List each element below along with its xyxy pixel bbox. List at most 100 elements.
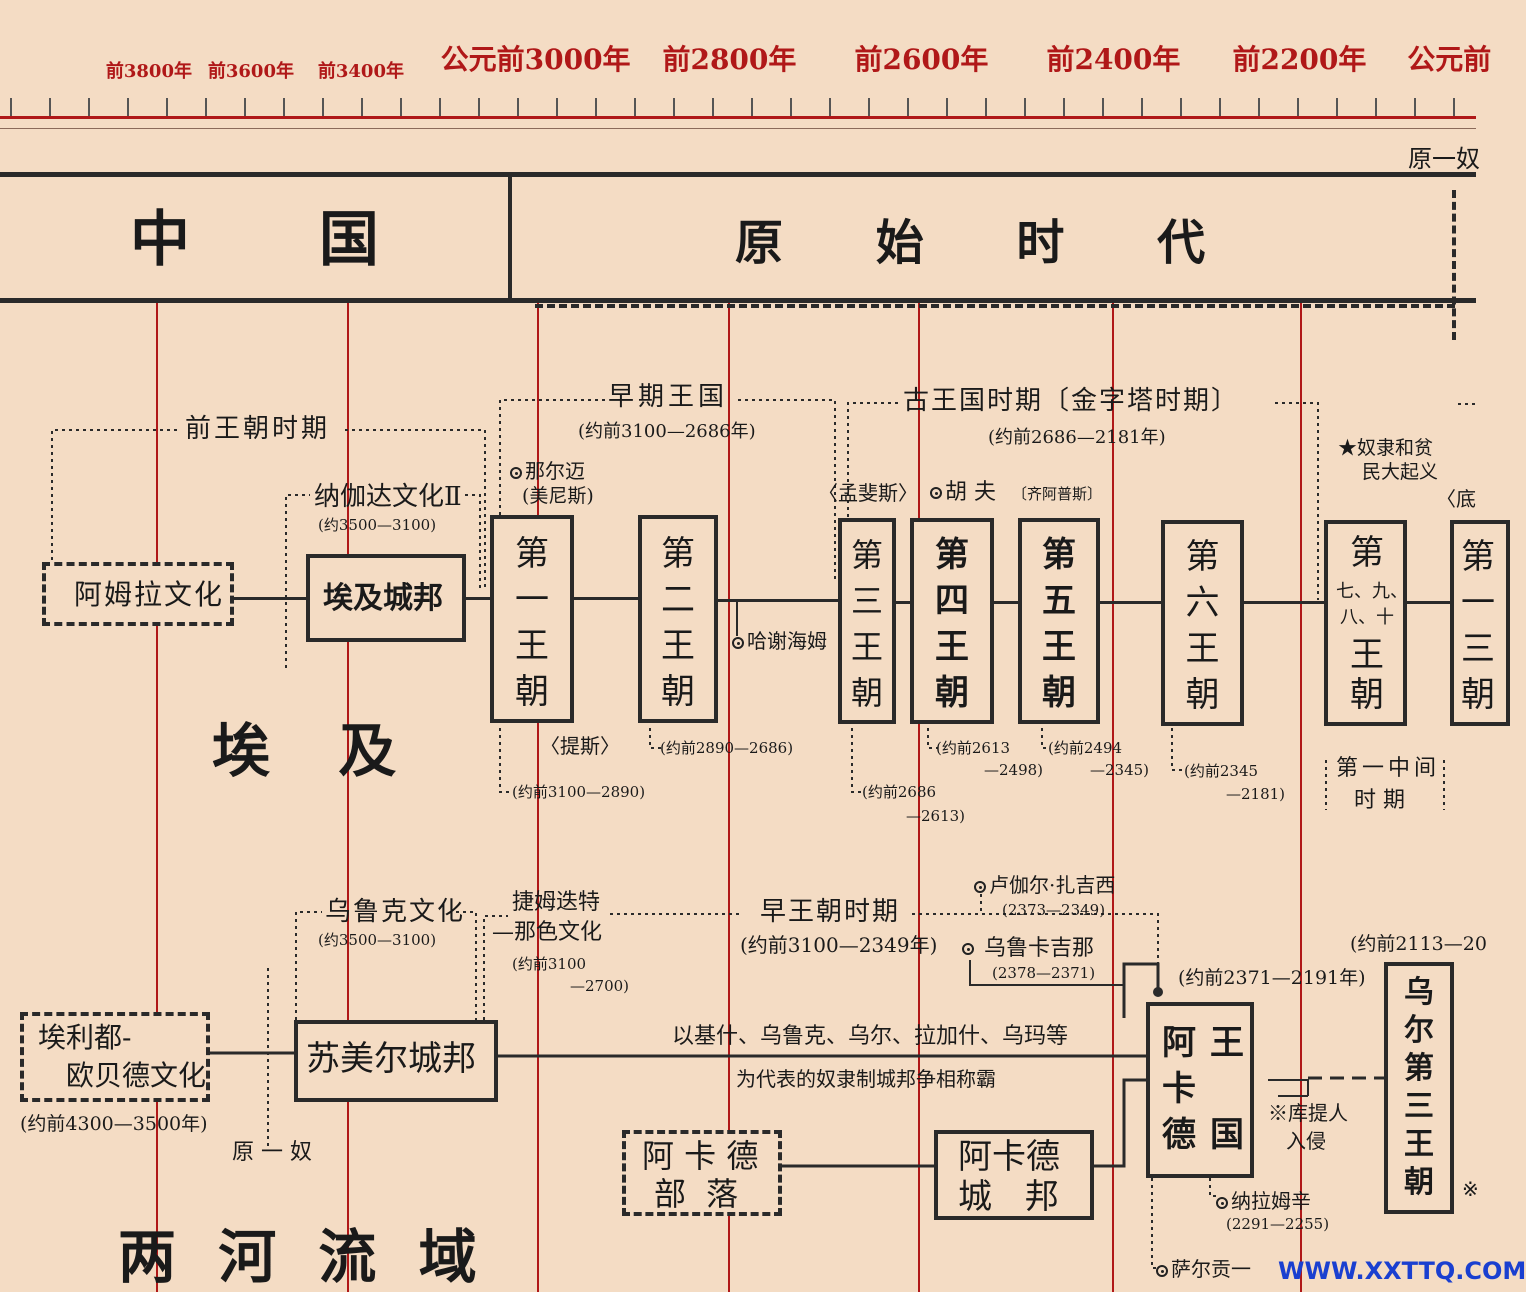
- dynasty-2-dates: (约前2890—2686): [660, 739, 794, 757]
- timeline-tick: [946, 98, 948, 116]
- year-gridline: [1112, 302, 1114, 1292]
- uruk-label: 乌鲁克文化: [325, 897, 466, 927]
- early-kingdom-dates: (约前3100—2686年): [578, 421, 756, 442]
- king-marker-icon: [962, 943, 974, 955]
- timeline-tick: [751, 98, 753, 116]
- year-gridline: [156, 302, 158, 1292]
- hierakonpolis-tick: [736, 600, 738, 636]
- timeline-tick: [127, 98, 129, 116]
- year-gridline: [347, 302, 349, 1292]
- akkad-dates: (约前2371—2191年): [1178, 967, 1366, 989]
- akkad-link-line: [1122, 962, 1160, 1018]
- timeline-tick: [283, 98, 285, 116]
- thinis-label: 〈提斯〉: [540, 734, 620, 758]
- timeline-tick: [1297, 98, 1299, 116]
- timeline-tick: [88, 98, 90, 116]
- year-gridline: [537, 302, 539, 1292]
- partial-thebes-label: 〈底: [1436, 487, 1476, 511]
- dynasty-6-dates-2: —2181): [1226, 785, 1286, 803]
- jemdet-dates-2: —2700): [570, 977, 630, 995]
- amratian-label: 阿姆拉文化: [74, 578, 225, 611]
- egypt-chain-5: [894, 601, 912, 604]
- timeline-tick: [595, 98, 597, 116]
- timeline-tick: [556, 98, 558, 116]
- akkad-tribe-label-1: 阿 卡 德: [642, 1137, 759, 1175]
- cheops-label: 〔齐阿普斯〕: [1012, 485, 1103, 503]
- timeline-year-label: 前2600年: [854, 43, 989, 76]
- era-dashed-edge: [1452, 190, 1456, 340]
- akkad-city-label-1: 阿卡德: [958, 1137, 1060, 1177]
- hierakonpolis-label: 哈谢海姆: [732, 630, 827, 653]
- gutian-bracket: [1268, 1079, 1309, 1097]
- dynasty-6-box: 第六王朝: [1161, 520, 1244, 726]
- timeline-tick: [400, 98, 402, 116]
- d2-date-bracket: [649, 728, 662, 749]
- uruk-bracket: [295, 911, 477, 1020]
- d3-date-bracket: [851, 728, 862, 793]
- timeline-tick: [244, 98, 246, 116]
- akkad-city-label-2: 城 邦: [958, 1177, 1059, 1217]
- timeline-tick: [205, 98, 207, 116]
- timeline-tick: [1102, 98, 1104, 116]
- timeline-year-label: 前3600年: [207, 61, 294, 82]
- ubaid-label-2: 欧贝德文化: [66, 1059, 207, 1092]
- era-cell: [512, 177, 1476, 298]
- dynasty-11-partial-label: 第一三朝: [1461, 537, 1495, 715]
- akkad-junction-dot: [1153, 987, 1163, 997]
- dynasty-5-dates-2: —2345): [1090, 761, 1150, 779]
- primitive-era-label: 原 始 时 代: [735, 215, 1206, 271]
- egypt-chain-9: [1405, 601, 1453, 604]
- top-right-partial: 原一奴: [1408, 145, 1480, 173]
- dynasty-3-dates-1: (约前2686: [862, 783, 937, 801]
- egypt-chain-7: [1097, 601, 1163, 604]
- dynasty-3-label: 第三王朝: [850, 536, 883, 712]
- jemdet-bracket: [483, 915, 508, 1020]
- pharaoh-marker-icon: [930, 487, 942, 499]
- old-kingdom-label: 古王国时期〔金字塔时期〕: [903, 386, 1240, 416]
- history-chart: 前3800年前3600年前3400年公元前3000年前2800年前2600年前2…: [0, 43, 1526, 1292]
- timeline-tick: [712, 98, 714, 116]
- akkad-city-state-box: 阿卡德 城 邦: [934, 1130, 1094, 1220]
- early-dynastic-label: 早王朝时期: [760, 897, 901, 927]
- naram-sin-label: 纳拉姆辛: [1216, 1190, 1311, 1213]
- dynasty-5-label: 第五王朝: [1042, 535, 1076, 713]
- timeline-tick: [1219, 98, 1221, 116]
- akkad-city-line: [1092, 1078, 1148, 1168]
- china-label: 中 国: [130, 205, 383, 275]
- ur3-dates: (约前2113—20: [1350, 933, 1487, 955]
- urukagina-dates: (2378—2371): [992, 964, 1096, 982]
- gutian-invasion-2: 入侵: [1286, 1129, 1326, 1153]
- egypt-chain-6: [992, 601, 1020, 604]
- dynasty-2-label: 第二王朝: [661, 534, 695, 712]
- predynastic-label: 前王朝时期: [185, 414, 331, 444]
- jemdet-nasr-1: 捷姆迭特: [512, 890, 601, 915]
- timeline-tick: [439, 98, 441, 116]
- sargon-bracket: [1151, 1178, 1160, 1269]
- dynasty-7-10-wang: 王: [1350, 635, 1384, 675]
- dynasty-7-10-box: 第 七、九、 八、十 王 朝: [1324, 520, 1408, 726]
- timeline-tick: [1024, 98, 1026, 116]
- timeline-tick: [985, 98, 987, 116]
- amratian-culture-box: 阿姆拉文化: [42, 562, 234, 626]
- timeline-tick: [829, 98, 831, 116]
- timeline-tick: [634, 98, 636, 116]
- timeline-tick: [907, 98, 909, 116]
- dynasty-1-dates: (约前3100—2890): [512, 783, 646, 801]
- ubaid-culture-box: 埃利都- 欧贝德文化: [20, 1012, 210, 1102]
- egypt-chain-4: [716, 599, 840, 602]
- timeline-tick: [1258, 98, 1260, 116]
- akkad-tribe-label-2: 部 落: [654, 1175, 739, 1213]
- city-marker-icon: [732, 636, 744, 649]
- year-gridline: [918, 302, 920, 1292]
- timeline-year-label: 公元前: [1407, 43, 1492, 76]
- dynasty-4-dates-1: (约前2613: [936, 739, 1011, 757]
- site-watermark: WWW.XXTTQ.COM: [1278, 1257, 1526, 1285]
- naqada-label: 纳伽达文化Ⅱ: [314, 482, 462, 512]
- egypt-city-states-label: 埃及城邦: [323, 581, 443, 616]
- primitive-partial-label: 原 一 奴: [232, 1140, 312, 1165]
- top-rule: [0, 128, 1476, 129]
- timeline-tick: [868, 98, 870, 116]
- slave-uprising-line-1: ★奴隶和贫: [1338, 437, 1434, 459]
- dynasty-1-label: 第一王朝: [515, 534, 549, 712]
- early-kingdom-bracket: [499, 399, 836, 580]
